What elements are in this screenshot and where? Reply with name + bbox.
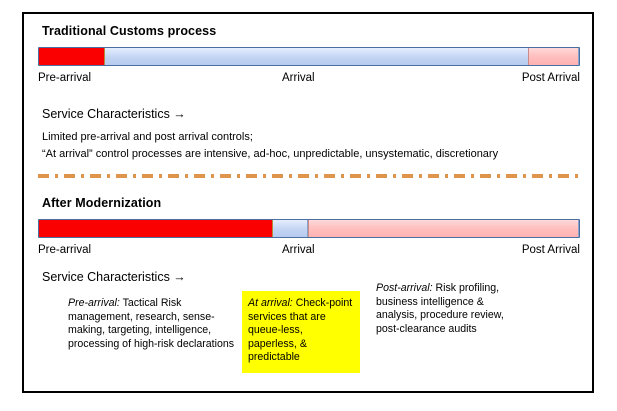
axis-label-post-arrival: Post Arrival: [521, 72, 580, 84]
detail-column-at-arrival: At arrival: Check-point services that ar…: [242, 291, 360, 373]
slide-frame: Traditional Customs process Pre-arrival …: [22, 12, 594, 393]
axis-labels-modernized: Pre-arrival Arrival Post Arrival: [38, 244, 580, 260]
axis-label-pre-arrival: Pre-arrival: [38, 244, 92, 256]
process-bar-modernized: [38, 219, 580, 238]
bar-segment-arrival: [104, 48, 528, 65]
axis-label-post-arrival: Post Arrival: [521, 244, 580, 256]
bar-segment-post-arrival: [307, 220, 579, 237]
section-title-modernized: After Modernization: [42, 196, 162, 210]
axis-label-pre-arrival: Pre-arrival: [38, 72, 92, 84]
detail-column-pre-arrival: Pre-arrival: Tactical Risk management, r…: [68, 297, 236, 351]
detail-column-post-arrival: Post-arrival: Risk profiling, business i…: [376, 282, 526, 336]
service-characteristics-heading-traditional: Service Characteristics →: [42, 107, 186, 121]
detail-text-post-arrival: Risk profiling, business intelligence & …: [376, 282, 504, 335]
bar-segment-pre-arrival: [39, 48, 105, 65]
detail-text-at-arrival: Check-point services that are queue-less…: [248, 297, 353, 364]
service-characteristics-heading-modernized: Service Characteristics →: [42, 270, 186, 284]
axis-labels-traditional: Pre-arrival Arrival Post Arrival: [38, 72, 580, 88]
detail-label-post-arrival: Post-arrival:: [376, 282, 433, 294]
axis-label-arrival: Arrival: [282, 72, 315, 84]
bar-segment-arrival: [272, 220, 308, 237]
bar-segment-pre-arrival: [39, 220, 273, 237]
detail-text-pre-arrival: Tactical Risk management, research, sens…: [68, 297, 235, 350]
axis-label-arrival: Arrival: [282, 244, 315, 256]
process-bar-traditional: [38, 47, 580, 66]
dashed-divider: [38, 174, 580, 178]
detail-label-pre-arrival: Pre-arrival:: [68, 297, 120, 309]
characteristics-line-1: Limited pre-arrival and post arrival con…: [42, 131, 253, 143]
detail-label-at-arrival: At arrival:: [248, 297, 293, 309]
bar-segment-post-arrival: [527, 48, 579, 65]
characteristics-line-2: “At arrival” control processes are inten…: [42, 148, 499, 160]
section-title-traditional: Traditional Customs process: [42, 24, 217, 38]
